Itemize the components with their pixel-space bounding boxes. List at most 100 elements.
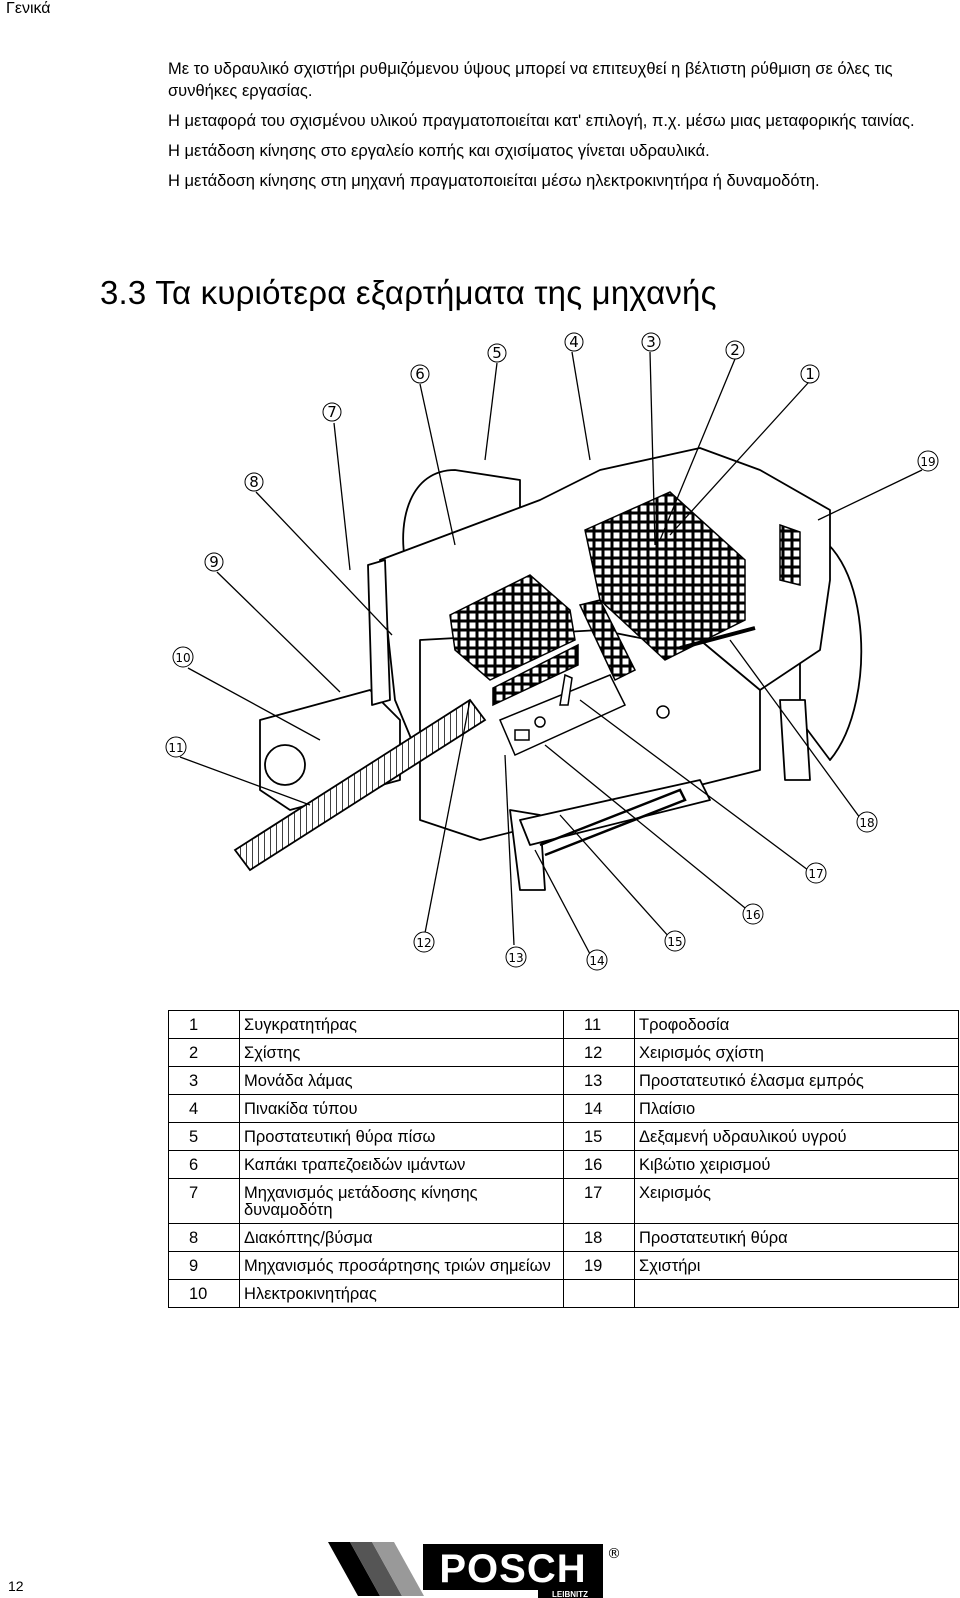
part-number: 14 [563, 1094, 635, 1123]
svg-text:6: 6 [415, 365, 425, 383]
part-number: 5 [168, 1122, 240, 1151]
callout-11: 11 [165, 736, 187, 758]
callout-10: 10 [172, 646, 194, 668]
machine-illustration: 1 2 3 4 5 6 7 8 9 10 11 12 13 14 15 16 1… [165, 332, 939, 971]
part-number: 6 [168, 1150, 240, 1179]
intro-paragraph: Η μετάδοση κίνησης στο εργαλείο κοπής κα… [168, 142, 710, 160]
svg-text:11: 11 [168, 741, 183, 755]
callout-16: 16 [742, 903, 764, 925]
callout-17: 17 [805, 862, 827, 884]
logo-mark-icon [328, 1542, 424, 1596]
part-number: 10 [168, 1279, 240, 1308]
intro-text: Με το υδραυλικό σχιστήρι ρυθμιζόμενου ύψ… [168, 58, 948, 200]
part-name: Μονάδα λάμας [239, 1066, 564, 1095]
callout-15: 15 [664, 930, 686, 952]
part-name [634, 1279, 959, 1308]
callout-3: 3 [641, 332, 661, 352]
part-number: 9 [168, 1251, 240, 1280]
svg-text:19: 19 [920, 455, 935, 469]
svg-text:3: 3 [646, 333, 656, 351]
svg-text:®: ® [607, 1546, 621, 1562]
callout-14: 14 [586, 949, 608, 971]
mesh-panels [449, 491, 801, 707]
callout-8: 8 [244, 472, 264, 492]
svg-text:13: 13 [508, 951, 523, 965]
callout-18: 18 [856, 811, 878, 833]
page-number: 12 [8, 1578, 24, 1594]
intro-paragraph: Η μετάδοση κίνησης στη μηχανή πραγματοπο… [168, 172, 820, 190]
part-number: 16 [563, 1150, 635, 1179]
part-name: Προστατευτικό έλασμα εμπρός [634, 1066, 959, 1095]
part-number: 18 [563, 1223, 635, 1252]
svg-text:LEIBNITZ: LEIBNITZ [552, 1590, 588, 1598]
svg-text:9: 9 [209, 553, 219, 571]
part-name: Χειρισμός σχίστη [634, 1038, 959, 1067]
callout-12: 12 [413, 931, 435, 953]
part-number: 19 [563, 1251, 635, 1280]
callout-19: 19 [917, 450, 939, 472]
callout-5: 5 [487, 343, 507, 363]
svg-text:17: 17 [808, 867, 823, 881]
part-number: 4 [168, 1094, 240, 1123]
svg-text:18: 18 [859, 816, 874, 830]
svg-text:4: 4 [569, 333, 579, 351]
part-number: 17 [563, 1178, 635, 1224]
svg-text:5: 5 [492, 344, 502, 362]
part-number: 13 [563, 1066, 635, 1095]
callout-13: 13 [505, 946, 527, 968]
part-name: Προστατευτική θύρα [634, 1223, 959, 1252]
callout-1: 1 [800, 364, 820, 384]
svg-text:7: 7 [327, 403, 337, 421]
part-number: 8 [168, 1223, 240, 1252]
part-number: 2 [168, 1038, 240, 1067]
intro-paragraph: Η μεταφορά του σχισμένου υλικού πραγματο… [168, 112, 915, 130]
part-number: 15 [563, 1122, 635, 1151]
svg-text:8: 8 [249, 473, 259, 491]
callouts: 1 2 3 4 5 6 7 8 9 10 11 12 13 14 15 16 1… [165, 332, 939, 971]
part-name: Δεξαμενή υδραυλικού υγρού [634, 1122, 959, 1151]
svg-text:1: 1 [805, 365, 815, 383]
part-name: Πλαίσιο [634, 1094, 959, 1123]
svg-text:16: 16 [745, 908, 760, 922]
part-name: Σχίστης [239, 1038, 564, 1067]
callout-4: 4 [564, 332, 584, 352]
part-name: Χειρισμός [634, 1178, 959, 1224]
callout-6: 6 [410, 364, 430, 384]
posch-logo: POSCH LEIBNITZ ® [328, 1542, 621, 1598]
part-number: 11 [563, 1010, 635, 1039]
callout-7: 7 [322, 402, 342, 422]
part-number: 3 [168, 1066, 240, 1095]
leader-lines [179, 351, 923, 955]
part-name: Μηχανισμός μετάδοσης κίνησης δυναμοδότη [239, 1178, 564, 1224]
part-name: Κιβώτιο χειρισμού [634, 1150, 959, 1179]
part-number: 1 [168, 1010, 240, 1039]
part-name: Σχιστήρι [634, 1251, 959, 1280]
part-name: Καπάκι τραπεζοειδών ιμάντων [239, 1150, 564, 1179]
svg-text:2: 2 [730, 341, 740, 359]
section-title: 3.3 Τα κυριότερα εξαρτήματα της μηχανής [100, 274, 717, 311]
part-name: Προστατευτική θύρα πίσω [239, 1122, 564, 1151]
callout-2: 2 [725, 340, 745, 360]
svg-text:14: 14 [589, 954, 604, 968]
svg-text:POSCH: POSCH [439, 1547, 586, 1591]
part-name: Ηλεκτροκινητήρας [239, 1279, 564, 1308]
part-name: Διακόπτης/βύσμα [239, 1223, 564, 1252]
feed-conveyor [233, 698, 487, 872]
callout-9: 9 [204, 552, 224, 572]
control-panel [499, 673, 670, 756]
svg-text:10: 10 [175, 651, 190, 665]
part-number: 12 [563, 1038, 635, 1067]
part-number [563, 1279, 635, 1308]
part-name: Μηχανισμός προσάρτησης τριών σημείων [239, 1251, 564, 1280]
part-number: 7 [168, 1178, 240, 1224]
